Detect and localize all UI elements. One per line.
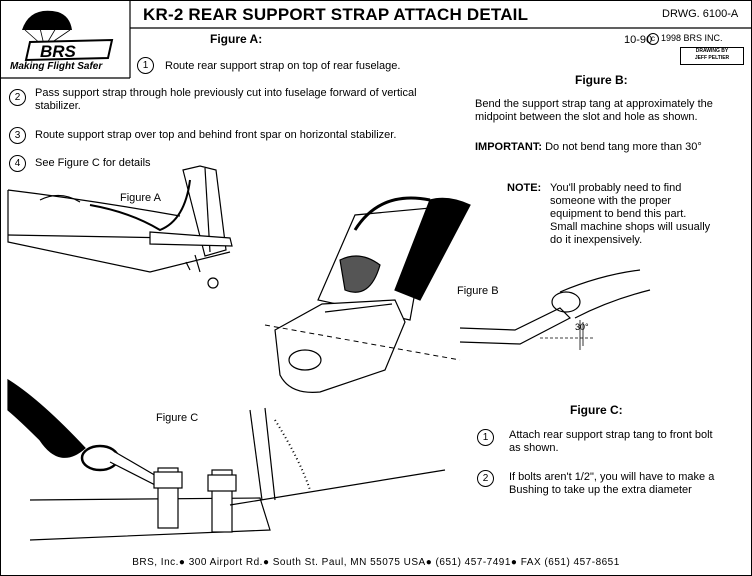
figure-c-heading: Figure C: — [570, 403, 623, 417]
figure-b-drawing — [459, 269, 651, 350]
figure-a-label: Figure A — [120, 192, 161, 204]
important-label: IMPORTANT: — [475, 141, 543, 153]
copyright-icon: c — [647, 33, 659, 45]
drawing-number: DRWG. 6100-A — [662, 8, 739, 20]
figure-b-text: Bend the support strap tang at approxima… — [475, 98, 713, 123]
step-a1-number: 1 — [137, 57, 154, 74]
step-c2-text: If bolts aren't 1/2", you will have to m… — [509, 471, 715, 496]
figure-c-label: Figure C — [156, 412, 199, 424]
step-a3-number: 3 — [9, 127, 26, 144]
step-c1-number: 1 — [477, 429, 494, 446]
brs-logo-icon: BRS — [22, 10, 114, 62]
page-title: KR-2 REAR SUPPORT STRAP ATTACH DETAIL — [143, 5, 529, 24]
figure-b-heading: Figure B: — [575, 73, 628, 87]
tagline: Making Flight Safer — [10, 61, 103, 72]
step-a1-text: Route rear support strap on top of rear … — [165, 60, 401, 72]
figure-a-heading: Figure A: — [210, 32, 263, 46]
drawn-by-box: DRAWING BY JEFF PELTIER — [680, 47, 744, 65]
strap-tang-drawing — [264, 196, 471, 393]
figure-c-drawing — [7, 378, 446, 541]
figure-b-label: Figure B — [457, 285, 499, 297]
figure-a-drawing — [7, 165, 233, 289]
revision-date: 10-90 — [624, 34, 653, 46]
step-a4-number: 4 — [9, 155, 26, 172]
important-text: Do not bend tang more than 30° — [545, 141, 702, 153]
footer-contact: BRS, Inc.● 300 Airport Rd.● South St. Pa… — [132, 557, 620, 568]
note-text: You'll probably need to find someone wit… — [550, 182, 711, 246]
step-a2-text: Pass support strap through hole previous… — [35, 87, 417, 112]
step-a2-number: 2 — [9, 89, 26, 106]
note-label: NOTE: — [507, 182, 542, 194]
svg-text:BRS: BRS — [40, 42, 77, 61]
step-a4-text: See Figure C for details — [35, 157, 151, 169]
step-a3-text: Route support strap over top and behind … — [35, 129, 397, 141]
step-c2-number: 2 — [477, 470, 494, 487]
important-line: IMPORTANT: Do not bend tang more than 30… — [475, 141, 702, 154]
angle-label: 30° — [575, 322, 589, 332]
step-c1-text: Attach rear support strap tang to front … — [509, 429, 713, 454]
